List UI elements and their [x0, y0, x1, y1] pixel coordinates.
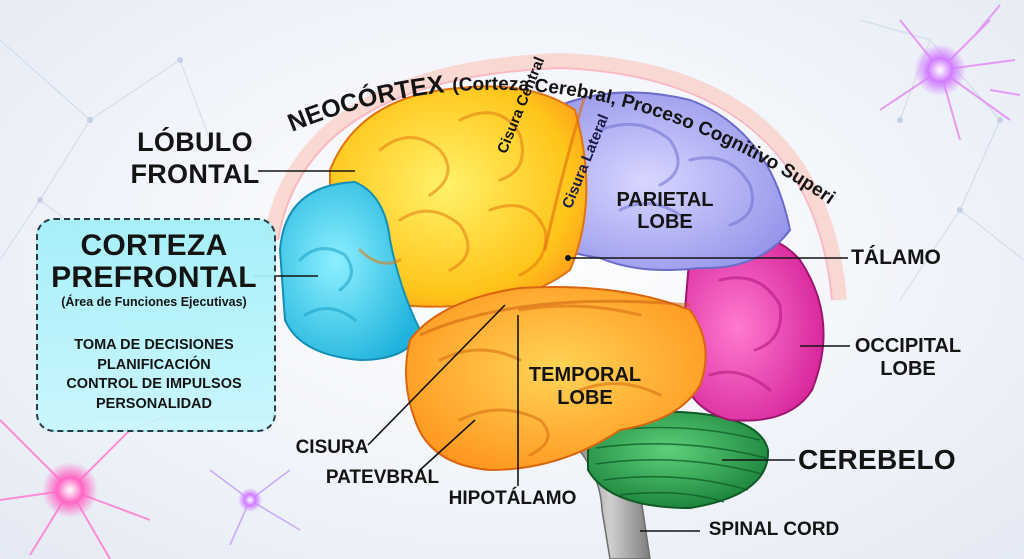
corteza-label-line1: CORTEZA [80, 229, 228, 262]
function-list: TOMA DE DECISIONES PLANIFICACIÓN CONTROL… [36, 336, 272, 414]
leader-lines [254, 170, 850, 532]
patevbral-label: PATEVBRAL [325, 467, 440, 488]
lobulo-frontal-line2: FRONTAL [130, 159, 260, 189]
lateral-fissure-line [419, 299, 691, 337]
talamo-label: TÁLAMO [851, 246, 941, 269]
parietal-line1: PARIETAL [616, 189, 714, 211]
neuron-glow-icon [42, 462, 98, 518]
corteza-description: (Área de Funciones Ejecutivas) [61, 295, 247, 309]
talamo-dot [565, 255, 571, 261]
lobulo-frontal-line1: LÓBULO [137, 127, 253, 157]
temporal-line2: LOBE [557, 387, 613, 409]
corteza-label-line2: PREFRONTAL [51, 261, 257, 294]
neuron-glow-icon [914, 44, 966, 96]
prefrontal-info-box [36, 218, 276, 432]
function-item: PLANIFICACIÓN [97, 356, 211, 373]
central-fissure-line [543, 94, 587, 251]
function-item: TOMA DE DECISIONES [74, 337, 234, 353]
hipotalamo-label: HIPOTÁLAMO [448, 488, 577, 509]
function-item: PERSONALIDAD [95, 395, 212, 412]
spinal-cord-label: SPINAL CORD [708, 519, 840, 540]
parietal-line2: LOBE [637, 211, 693, 233]
occipital-line2: LOBE [880, 358, 936, 380]
function-item: CONTROL DE IMPULSOS [66, 376, 242, 393]
leader-cisura [367, 304, 506, 446]
occipital-line1: OCCIPITAL [854, 335, 962, 357]
temporal-line1: TEMPORAL [528, 364, 642, 386]
cerebelo-label: CEREBELO [798, 444, 956, 475]
temporal-lobe-shape [405, 285, 707, 472]
cisura-label: CISURA [295, 437, 369, 458]
gyri-texture [298, 111, 783, 457]
leader-patevbral [419, 419, 476, 471]
neocortex-halo [263, 52, 847, 301]
